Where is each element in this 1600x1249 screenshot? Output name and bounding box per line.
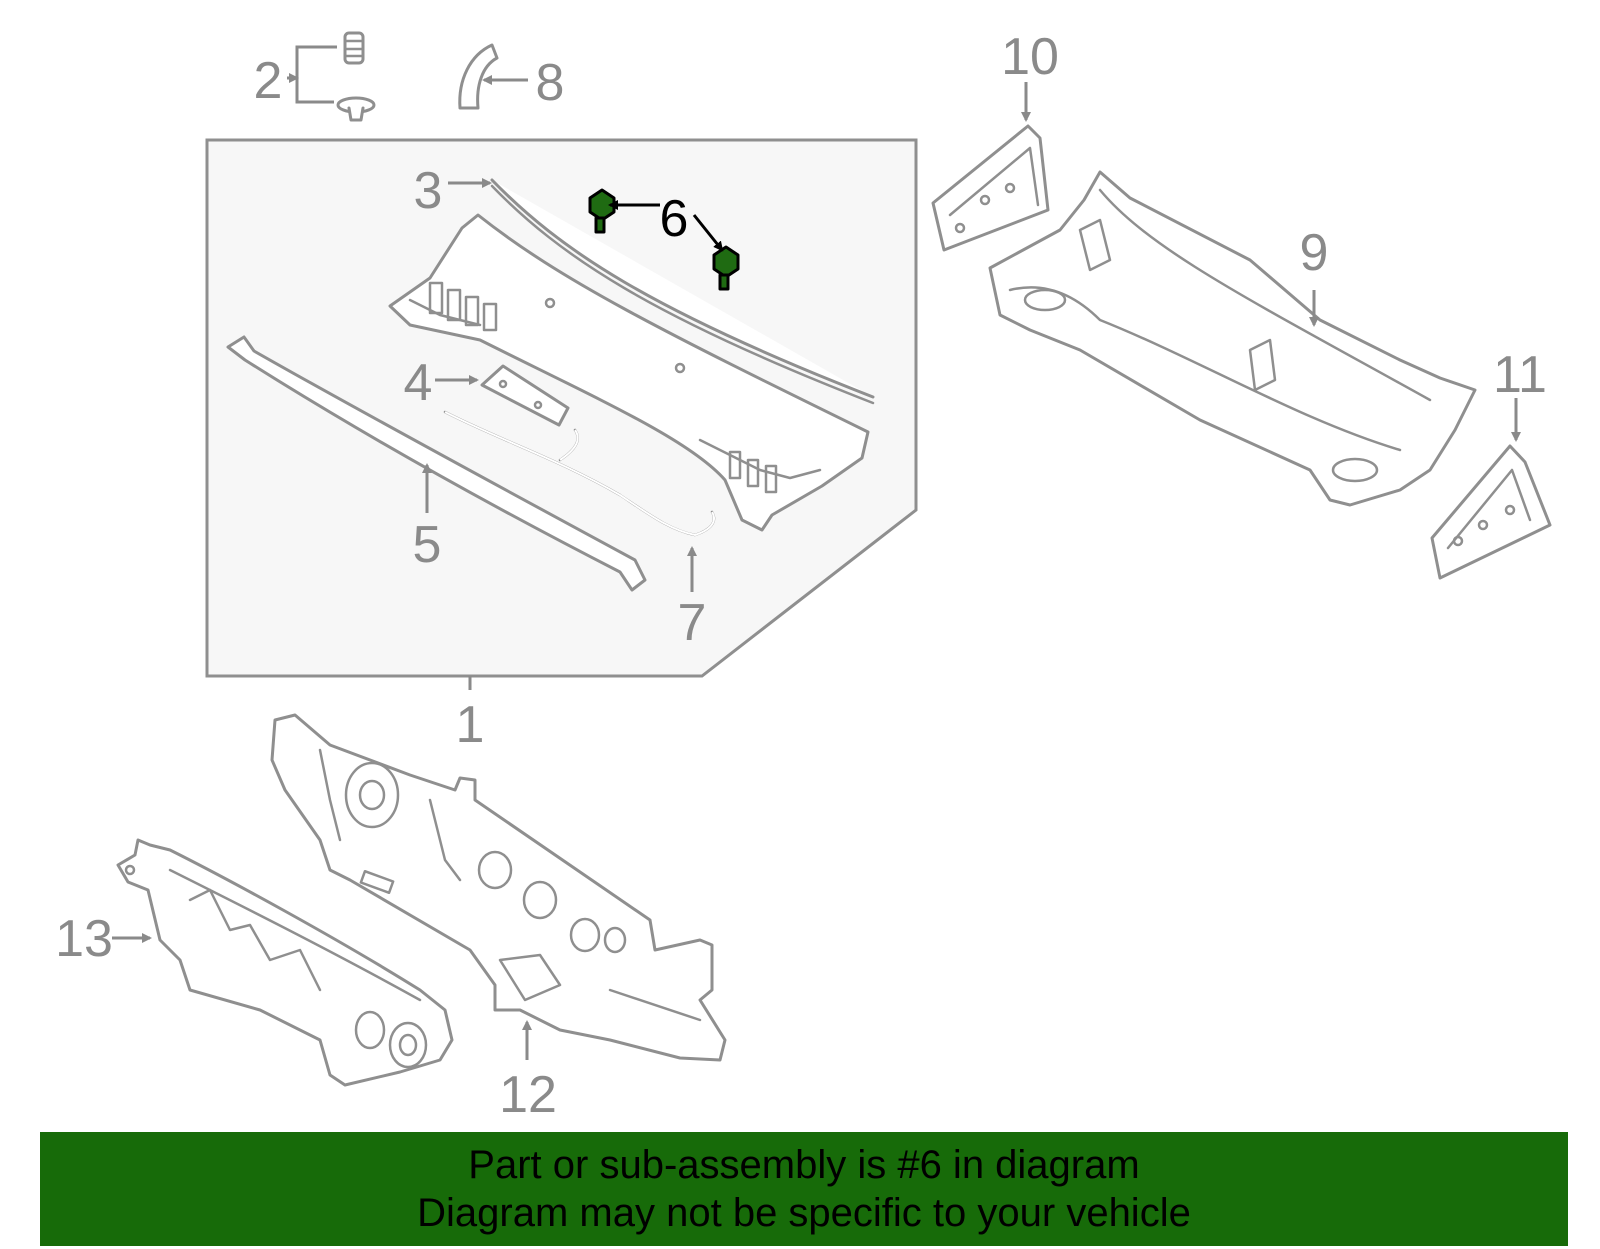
part-3-weatherstrip (448, 178, 875, 405)
part-10-plate (931, 82, 1050, 252)
callout-9: 9 (1300, 224, 1329, 282)
callout-5: 5 (413, 516, 442, 574)
callout-4: 4 (404, 354, 433, 412)
callout-2: 2 (254, 52, 283, 110)
callout-3: 3 (414, 162, 443, 220)
banner-line-part: Part or sub-assembly is #6 in diagram (468, 1143, 1140, 1187)
cowl-panel (388, 213, 870, 532)
banner-line-disclaimer: Diagram may not be specific to your vehi… (417, 1191, 1191, 1235)
part-7-hose (443, 410, 716, 592)
part-11-plate (1430, 398, 1552, 580)
callout-6: 6 (660, 190, 689, 248)
callout-13: 13 (55, 910, 113, 968)
callout-7: 7 (678, 594, 707, 652)
callout-11: 11 (1493, 346, 1547, 404)
callout-8: 8 (536, 54, 565, 112)
callout-10: 10 (1001, 28, 1059, 86)
part-8-seal (458, 43, 528, 110)
part-12-dashpanel (270, 713, 727, 1062)
part-4-bracket (435, 364, 570, 427)
part-5-strip (226, 335, 647, 592)
callout-1: 1 (456, 696, 485, 754)
info-banner: Part or sub-assembly is #6 in diagram Di… (40, 1132, 1568, 1246)
part-9-crossmember (988, 170, 1477, 507)
callout-12: 12 (499, 1066, 557, 1124)
part-6-clips (588, 188, 740, 291)
part-13-lowerpanel (112, 838, 454, 1087)
part-2-clips (287, 31, 376, 122)
